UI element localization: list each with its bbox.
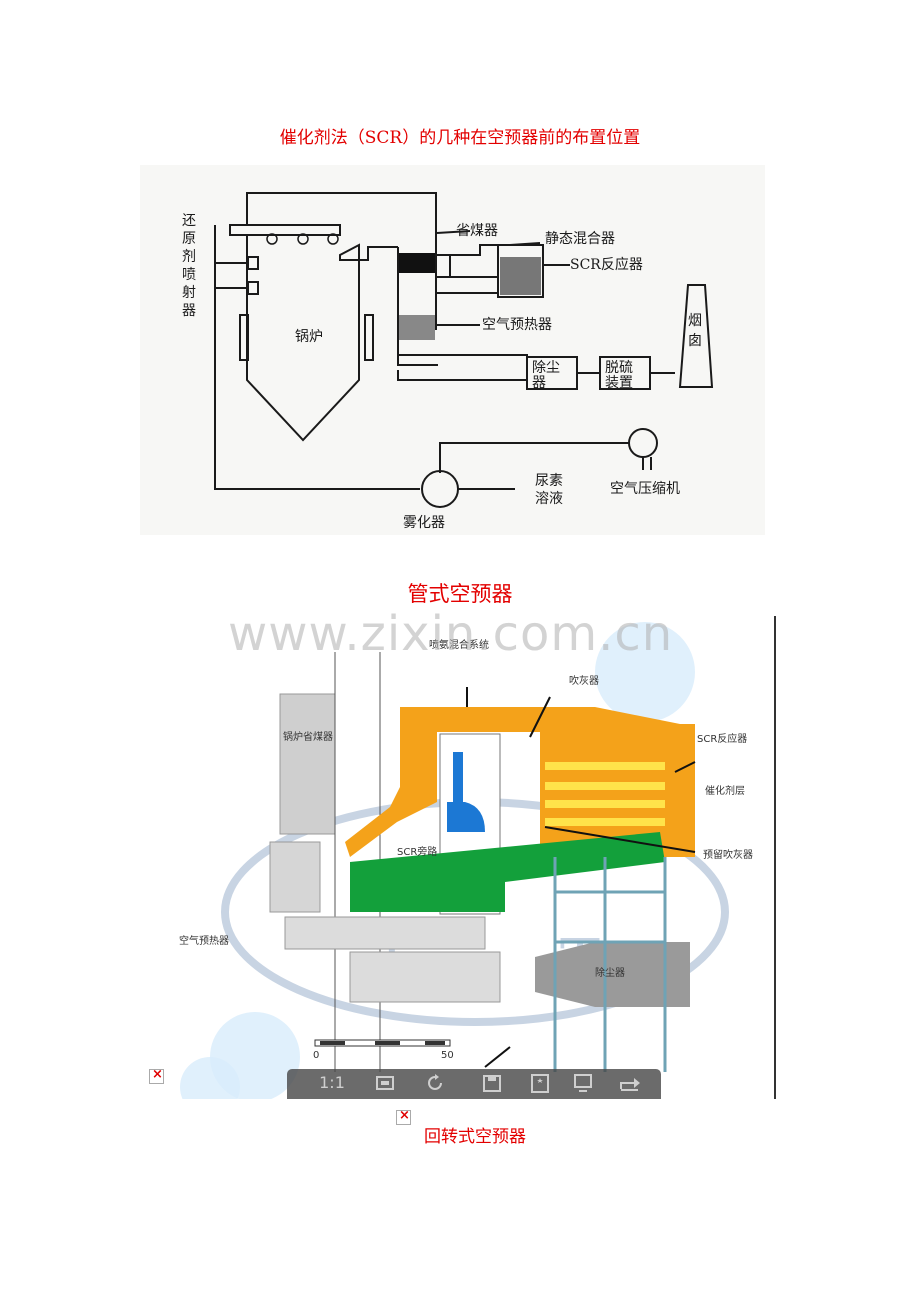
desulfurizer-line-0: 脱硫 [605, 360, 633, 376]
actual-size-button[interactable]: 1:1 [319, 1073, 345, 1092]
share-icon[interactable] [617, 1073, 643, 1095]
desulfurizer-line-1: 装置 [605, 375, 633, 391]
image-toolbar: 1:1 [287, 1069, 661, 1099]
fit-screen-icon[interactable] [372, 1073, 398, 1095]
agent-sprayer-char-0: 还 [182, 213, 196, 229]
scale-end-label: 50 [441, 1050, 454, 1061]
scr-bypass-label: SCR旁路 [397, 845, 437, 858]
broken-image-icon [149, 1067, 164, 1084]
dust-collector-line-0: 除尘 [532, 360, 560, 376]
dust-collector-line-1: 器 [532, 375, 546, 391]
figure-3-title: 回转式空预器 [424, 1127, 526, 1147]
static-mixer-label: 静态混合器 [545, 231, 615, 247]
rotate-icon[interactable] [422, 1073, 448, 1095]
soot-blower-label: 吹灰器 [569, 674, 599, 687]
bookmark-icon[interactable] [527, 1073, 553, 1095]
agent-sprayer-char-5: 器 [182, 303, 196, 319]
reserved-blower-label: 预留吹灰器 [703, 848, 753, 861]
scr-reactor-label: SCR反应器 [570, 256, 643, 273]
figure-2-title: 管式空预器 [407, 582, 513, 606]
catalyst-layer-label: 催化剂层 [705, 784, 745, 797]
watermark: www.zixin.com.cn [228, 606, 674, 662]
chimney-char-1: 囱 [688, 333, 702, 349]
agent-sprayer-char-3: 喷 [182, 267, 196, 283]
boiler-label: 锅炉 [295, 329, 323, 345]
scr-reactor-label: SCR反应器 [697, 732, 747, 745]
save-icon[interactable] [479, 1073, 505, 1095]
scale-start-label: 0 [313, 1050, 319, 1061]
urea-solution-line-1: 溶液 [535, 491, 563, 507]
figure-1-title: 催化剂法（SCR）的几种在空预器前的布置位置 [279, 128, 641, 148]
tubular-preheater-figure: I T 喷氨混合系统 吹灰器 [175, 612, 780, 1099]
display-icon[interactable] [570, 1073, 596, 1095]
agent-sprayer-char-4: 射 [182, 285, 196, 301]
broken-image-icon [396, 1108, 411, 1125]
dust-collector-label: 除尘器 [595, 966, 625, 979]
urea-solution-line-0: 尿素 [535, 473, 563, 489]
air-compressor-label: 空气压缩机 [610, 481, 680, 497]
boiler-economizer-label: 锅炉省煤器 [283, 730, 333, 743]
economizer-label: 省煤器 [456, 223, 498, 239]
agent-sprayer-char-1: 原 [182, 231, 196, 247]
atomizer-label: 雾化器 [403, 515, 445, 531]
air-preheater-label: 空气预热器 [482, 317, 552, 333]
scr-schematic-figure: 还 原 剂 喷 射 器 省煤器 静态混合器 SCR反应器 烟 囱 锅炉 空气预热… [140, 165, 765, 535]
chimney-char-0: 烟 [688, 313, 702, 329]
agent-sprayer-char-2: 剂 [182, 249, 196, 265]
ammonia-system-label: 喷氨混合系统 [429, 638, 489, 651]
air-preheater-label: 空气预热器 [179, 934, 229, 947]
